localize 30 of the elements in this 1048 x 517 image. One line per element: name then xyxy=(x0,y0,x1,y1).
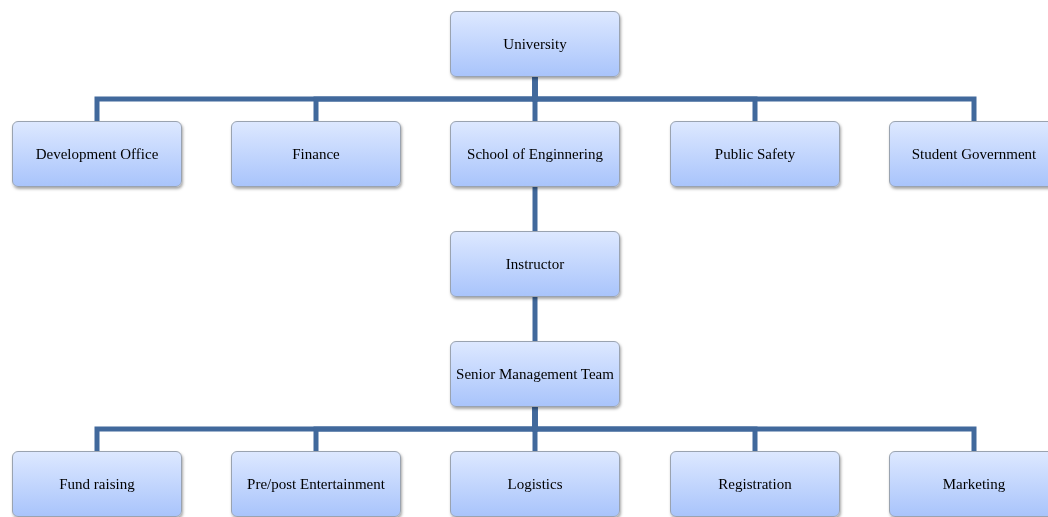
org-box xyxy=(12,451,182,517)
org-box xyxy=(670,451,840,517)
box-label: Marketing xyxy=(942,475,1006,494)
connector-line xyxy=(532,187,538,231)
box-label: Instructor xyxy=(505,255,565,274)
box-label: Registration xyxy=(718,475,792,494)
connector-line xyxy=(532,77,977,121)
org-box xyxy=(889,451,1048,517)
org-box xyxy=(450,11,620,77)
box-label: Finance xyxy=(292,145,340,164)
box-label: Fund raising xyxy=(59,475,135,494)
org-box xyxy=(889,121,1048,187)
org-box xyxy=(231,451,401,517)
box-label: Public Safety xyxy=(714,145,796,164)
box-label: University xyxy=(503,35,567,54)
connector-line xyxy=(532,297,538,341)
box-label: Senior Management Team xyxy=(456,365,614,384)
box-label: Student Government xyxy=(911,145,1037,164)
org-box xyxy=(450,451,620,517)
box-label: Pre/post Entertainment xyxy=(247,475,385,494)
org-box xyxy=(231,121,401,187)
org-box xyxy=(450,121,620,187)
box-label: Logistics xyxy=(507,475,563,494)
org-box xyxy=(12,121,182,187)
box-label: Development Office xyxy=(35,145,159,164)
org-box xyxy=(450,231,620,297)
box-label: School of Enginnering xyxy=(467,145,603,164)
org-box xyxy=(450,341,620,407)
org-box xyxy=(670,121,840,187)
connector-line xyxy=(532,407,977,451)
